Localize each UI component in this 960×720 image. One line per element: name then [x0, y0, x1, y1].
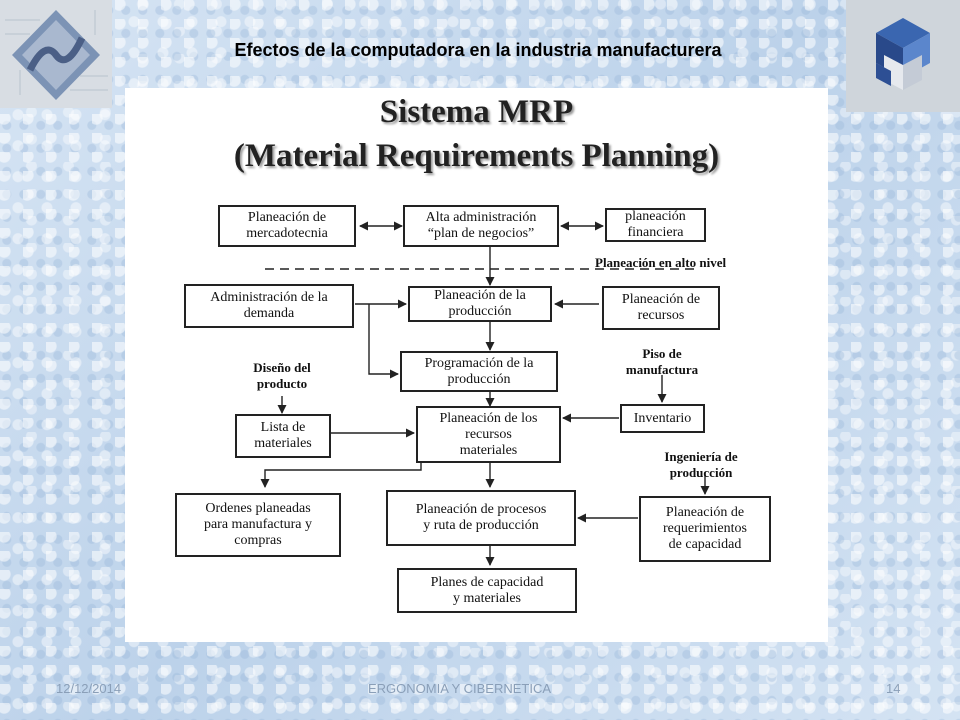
footer-page-number: 14 [886, 681, 901, 696]
box-alta-administracion: Alta administración “plan de negocios” [403, 205, 559, 247]
slide-title: Efectos de la computadora en la industri… [234, 40, 722, 60]
box-planeacion-recursos: Planeación de recursos [602, 286, 720, 330]
connector-lines [260, 221, 710, 566]
arrow-rm-ordenes [260, 462, 422, 488]
label-ingenieria-produccion: Ingeniería de producción [664, 449, 738, 480]
box-planes-capacidad: Planes de capacidad y materiales [397, 568, 577, 613]
arrow-demanda-prog [368, 304, 399, 379]
box-programacion-produccion: Programación de la producción [400, 351, 558, 392]
box-lista-materiales: Lista de materiales [235, 414, 331, 458]
diagram-title: Sistema MRP [379, 94, 574, 130]
box-admin-demanda: Administración de la demanda [184, 284, 354, 328]
label-piso-manufactura: Piso de manufactura [625, 346, 699, 377]
logo-left [0, 0, 112, 108]
box-planeacion-produccion: Planeación de la producción [408, 286, 552, 322]
box-requerimientos-capacidad: Planeación de requerimientos de capacida… [639, 496, 771, 562]
diagram-panel: Sistema MRP (Material Requirements Plann… [125, 88, 828, 642]
footer-center-text: ERGONOMIA Y CIBERNETICA [368, 681, 552, 696]
chip-logo-icon [5, 10, 108, 100]
box-planeacion-financiera: planeación financiera [605, 208, 706, 242]
box-planeacion-procesos: Planeación de procesos y ruta de producc… [386, 490, 576, 546]
box-recursos-materiales: Planeación de los recursos materiales [416, 406, 561, 463]
box-mercadotecnia: Planeación de mercadotecnia [218, 205, 356, 247]
footer-date: 12/12/2014 [56, 681, 122, 696]
label-diseno-producto: Diseño del producto [253, 360, 311, 391]
label-alto-nivel: Planeación en alto nivel [595, 255, 727, 270]
logo-right [846, 0, 960, 112]
box-ordenes-planeadas: Ordenes planeadas para manufactura y com… [175, 493, 341, 557]
cube-logo-icon [876, 18, 930, 90]
diagram-subtitle: (Material Requirements Planning) [233, 138, 720, 174]
box-inventario: Inventario [620, 404, 705, 433]
